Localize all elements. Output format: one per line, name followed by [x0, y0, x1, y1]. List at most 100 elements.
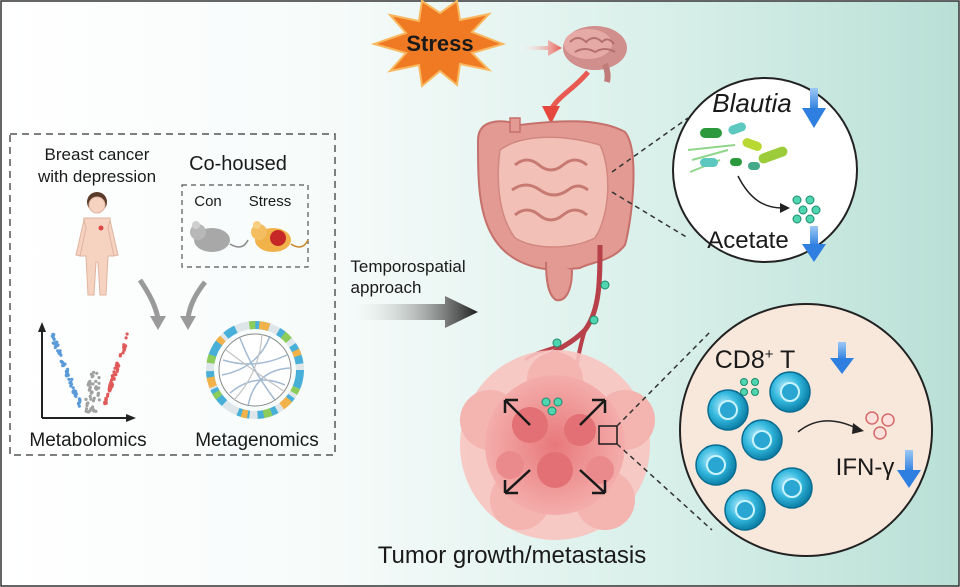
volcano-dot: [114, 373, 118, 377]
stress-to-brain-arrow: [518, 40, 562, 56]
cohoused-title: Co-housed: [189, 153, 287, 175]
volcano-dot: [97, 398, 101, 402]
circos-plot-icon: [206, 321, 304, 419]
volcano-dot: [122, 343, 126, 347]
volcano-dot: [70, 377, 74, 381]
merge-arrows: [137, 278, 207, 319]
volcano-dot: [90, 375, 94, 379]
metabolomics-label: Metabolomics: [29, 430, 146, 451]
volcano-dot: [71, 386, 75, 390]
stress-group-label: Stress: [249, 193, 292, 210]
volcano-dot: [84, 409, 88, 413]
con-label: Con: [194, 193, 222, 210]
volcano-dot: [108, 387, 112, 391]
acetate-down-arrow-icon: [802, 226, 826, 262]
volcano-dot: [106, 394, 110, 398]
volcano-dot: [91, 382, 95, 386]
volcano-dot: [65, 371, 69, 375]
volcano-dot: [92, 370, 96, 374]
volcano-dot: [122, 348, 126, 352]
volcano-dot: [124, 336, 128, 340]
conversion-arrow: [737, 175, 783, 209]
volcano-plot-icon: [38, 322, 136, 422]
zoom-lines: [611, 117, 713, 531]
volcano-dot: [71, 389, 75, 393]
gut-microbiota-inset: Blautia Acetate: [672, 77, 858, 263]
volcano-dot: [89, 397, 93, 401]
left-panel: Breast cancer with depression Co-housed …: [9, 133, 336, 456]
volcano-dot: [89, 372, 93, 376]
volcano-dot: [122, 345, 126, 349]
volcano-dot: [97, 381, 101, 385]
volcano-dot: [69, 384, 73, 388]
approach-label-line2: approach: [351, 278, 422, 297]
cd8-down-arrow-icon: [830, 342, 854, 374]
blautia-down-arrow-icon: [802, 88, 826, 128]
brain-to-gut-arrow: [549, 70, 590, 110]
volcano-dot: [84, 407, 89, 411]
volcano-dot: [97, 376, 101, 380]
volcano-dot: [94, 379, 98, 383]
volcano-dot: [56, 343, 60, 347]
approach-arrow: Temporospatial approach: [345, 257, 478, 328]
brain-icon: [563, 26, 627, 83]
volcano-dot: [109, 378, 114, 382]
volcano-dot: [55, 340, 59, 344]
blautia-label: Blautia: [712, 88, 792, 118]
footer-title: Tumor growth/metastasis: [378, 542, 647, 569]
volcano-dot: [88, 385, 92, 389]
volcano-dot: [73, 393, 77, 398]
volcano-dot: [95, 371, 99, 375]
volcano-dot: [125, 332, 129, 336]
volcano-dot: [89, 407, 93, 411]
volcano-dot: [77, 404, 81, 408]
gut-icon: [476, 117, 635, 302]
volcano-dot: [56, 349, 60, 353]
volcano-dot: [59, 353, 63, 357]
stress-label: Stress: [406, 31, 473, 56]
t-cells-icon: [695, 371, 813, 531]
acetate-dots-inset-icon: [740, 378, 759, 396]
volcano-dot: [103, 400, 107, 404]
metagenomics-label: Metagenomics: [195, 430, 319, 451]
volcano-dot: [121, 351, 125, 355]
tumor-mass: [460, 350, 655, 540]
volcano-dot: [92, 408, 96, 412]
volcano-dot: [51, 336, 56, 340]
volcano-dot: [117, 364, 121, 368]
patient-label-line2: with depression: [37, 167, 156, 186]
cd8-label: CD8+ T: [715, 346, 796, 374]
volcano-dot: [90, 390, 94, 394]
ifn-gamma-dots-icon: [865, 411, 895, 440]
volcano-dot: [69, 380, 73, 384]
volcano-dot: [78, 400, 82, 404]
volcano-dot: [61, 363, 66, 368]
ifn-gamma-down-arrow-icon: [897, 450, 921, 488]
volcano-dot: [61, 361, 65, 365]
volcano-dot: [88, 394, 92, 399]
acetate-dots-icon: [792, 195, 821, 224]
patient-label-line1: Breast cancer: [45, 145, 150, 164]
acetate-label: Acetate: [707, 227, 788, 254]
approach-label-line1: Temporospatial: [350, 257, 465, 276]
volcano-dot: [118, 353, 123, 357]
volcano-dot: [58, 349, 62, 353]
stress-mouse-icon: [251, 221, 309, 252]
stress-burst: Stress: [370, 0, 507, 88]
control-mouse-icon: [190, 221, 249, 252]
cohoused-box: [181, 184, 309, 268]
volcano-dot: [92, 396, 96, 400]
secretion-arrow: [797, 420, 857, 433]
volcano-dot: [84, 397, 88, 401]
volcano-dot: [112, 376, 116, 380]
volcano-dot: [65, 374, 69, 378]
volcano-dot: [96, 393, 100, 397]
volcano-dot: [94, 386, 98, 390]
bacteria-icon: [687, 122, 788, 173]
tumor-immune-inset: CD8+ T: [679, 303, 933, 557]
volcano-dot: [115, 369, 119, 373]
volcano-dot: [104, 396, 108, 401]
volcano-dot: [112, 370, 116, 374]
